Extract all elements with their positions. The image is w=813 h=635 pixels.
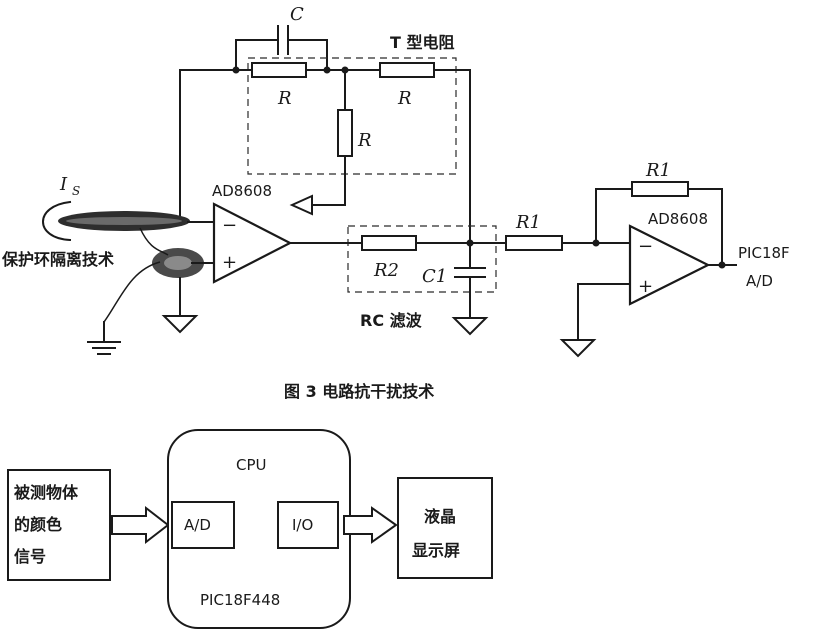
c1-label: C1 [422, 266, 447, 287]
lcd-label-line1: 液晶 [424, 507, 456, 526]
current-source-subscript: S [72, 184, 80, 198]
resistor-r-3 [337, 109, 353, 157]
io-port-box [277, 501, 339, 549]
resistor-r2 [361, 235, 417, 251]
t-network-box [247, 57, 457, 175]
resistor-r-2 [379, 62, 435, 78]
opamp2-label: AD8608 [648, 210, 708, 228]
io-port-label: I/O [292, 516, 313, 534]
ad-port-box [171, 501, 235, 549]
arrow-signal-to-cpu [111, 505, 170, 545]
resistor-r-1 [251, 62, 307, 78]
mcu-name-label: PIC18F448 [200, 591, 280, 609]
opamp1-minus: − [222, 215, 237, 236]
opamp2-triangle [628, 224, 711, 306]
opamp2-minus: − [638, 236, 653, 257]
cpu-label: CPU [236, 456, 267, 474]
current-source-label: I [59, 174, 68, 195]
resistor-r1-feedback [631, 181, 689, 197]
opamp1-triangle [212, 202, 293, 284]
ground-symbol-1 [161, 315, 199, 334]
signal-label-line1: 被测物体 [14, 483, 79, 502]
r2-label: R2 [373, 260, 399, 281]
capacitor-c-label: C [290, 4, 304, 25]
rc-filter-label: RC 滤波 [360, 311, 423, 330]
feedback-capacitor [235, 25, 328, 71]
ground-symbol-3 [559, 339, 597, 358]
r-label-3: R [357, 130, 372, 151]
arrow-cpu-to-lcd [343, 506, 398, 544]
opamp1-label: AD8608 [212, 182, 272, 200]
guard-ring-cable [58, 211, 215, 323]
r1-feedback-label: R1 [645, 160, 671, 181]
rc-filter-box [347, 225, 497, 293]
signal-source-box [7, 469, 111, 581]
lcd-box [397, 477, 493, 579]
ad-port-label: A/D [184, 516, 211, 534]
output-ad-label: A/D [746, 272, 773, 290]
t-network-label: T 型电阻 [390, 33, 455, 52]
earth-ground-symbol [87, 321, 121, 355]
guard-ring-label: 保护环隔离技术 [1, 250, 114, 269]
r1-input-label: R1 [515, 212, 541, 233]
signal-label-line2: 的颜色 [14, 515, 62, 534]
output-pic-label: PIC18F [738, 244, 790, 262]
r-label-1: R [277, 88, 292, 109]
ground-symbol-2 [451, 317, 489, 336]
opamp1-plus: + [222, 252, 237, 273]
ground-arrow-symbol [289, 194, 313, 216]
figure-caption: 图 3 电路抗干扰技术 [284, 382, 434, 401]
current-source-arc [42, 200, 72, 242]
opamp2-plus: + [638, 276, 653, 297]
r-label-2: R [397, 88, 412, 109]
signal-label-line3: 信号 [14, 547, 46, 566]
lcd-label-line2: 显示屏 [412, 541, 460, 560]
resistor-r1-input [505, 235, 563, 251]
